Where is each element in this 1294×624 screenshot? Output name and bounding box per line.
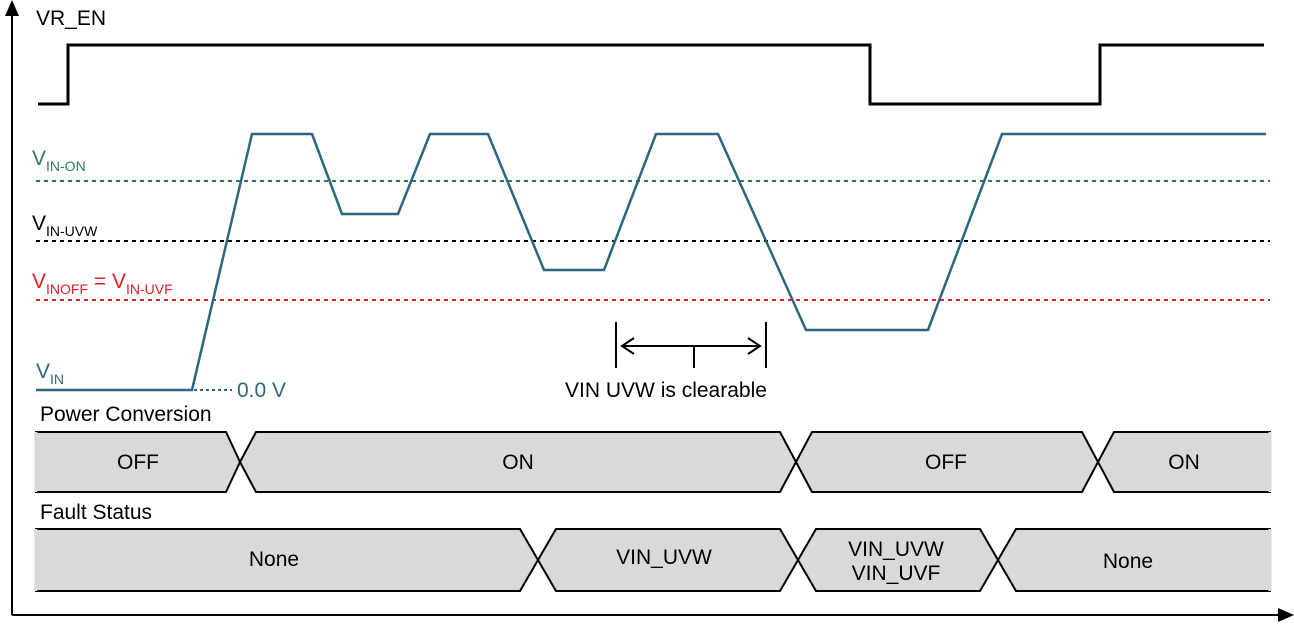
power-state-off-1-text: OFF	[117, 451, 159, 474]
vin-off-uvf-label: VINOFF = VIN-UVF	[32, 270, 173, 297]
y-axis-arrow-icon	[5, 0, 19, 16]
power-conversion-bus: OFF ON OFF ON	[34, 431, 1272, 493]
fault-status-bus: None VIN_UVW VIN_UVW VIN_UVF None	[34, 528, 1272, 592]
power-state-on-1-text: ON	[502, 451, 534, 474]
power-conversion-label: Power Conversion	[40, 403, 212, 426]
vin-on-label: VIN-ON	[32, 147, 86, 174]
zero-volt-label: 0.0 V	[237, 379, 286, 402]
vin-waveform	[36, 132, 1266, 392]
vin-uvw-label: VIN-UVW	[32, 212, 98, 239]
left-arrow-icon	[620, 337, 635, 355]
vr-en-waveform	[38, 43, 1264, 106]
fault-state-none-2-text: None	[1103, 550, 1153, 573]
vin-label: VIN	[36, 360, 64, 387]
power-state-off-2-text: OFF	[925, 451, 967, 474]
power-state-on-2-text: ON	[1168, 451, 1200, 474]
x-axis-arrow-icon	[1278, 608, 1294, 622]
fault-state-vin-uvw-line1-text: VIN_UVW	[848, 538, 944, 561]
clearable-label: VIN UVW is clearable	[565, 379, 767, 402]
vr-en-label: VR_EN	[36, 7, 106, 30]
fault-state-vin-uvf-line2-text: VIN_UVF	[852, 562, 941, 585]
axes	[5, 0, 1294, 622]
clearable-span-annotation: VIN UVW is clearable	[565, 322, 767, 402]
fault-status-label: Fault Status	[40, 501, 152, 524]
right-arrow-icon	[747, 337, 762, 355]
fault-state-vin-uvw-text: VIN_UVW	[616, 546, 712, 569]
fault-state-none-1-text: None	[249, 548, 299, 571]
